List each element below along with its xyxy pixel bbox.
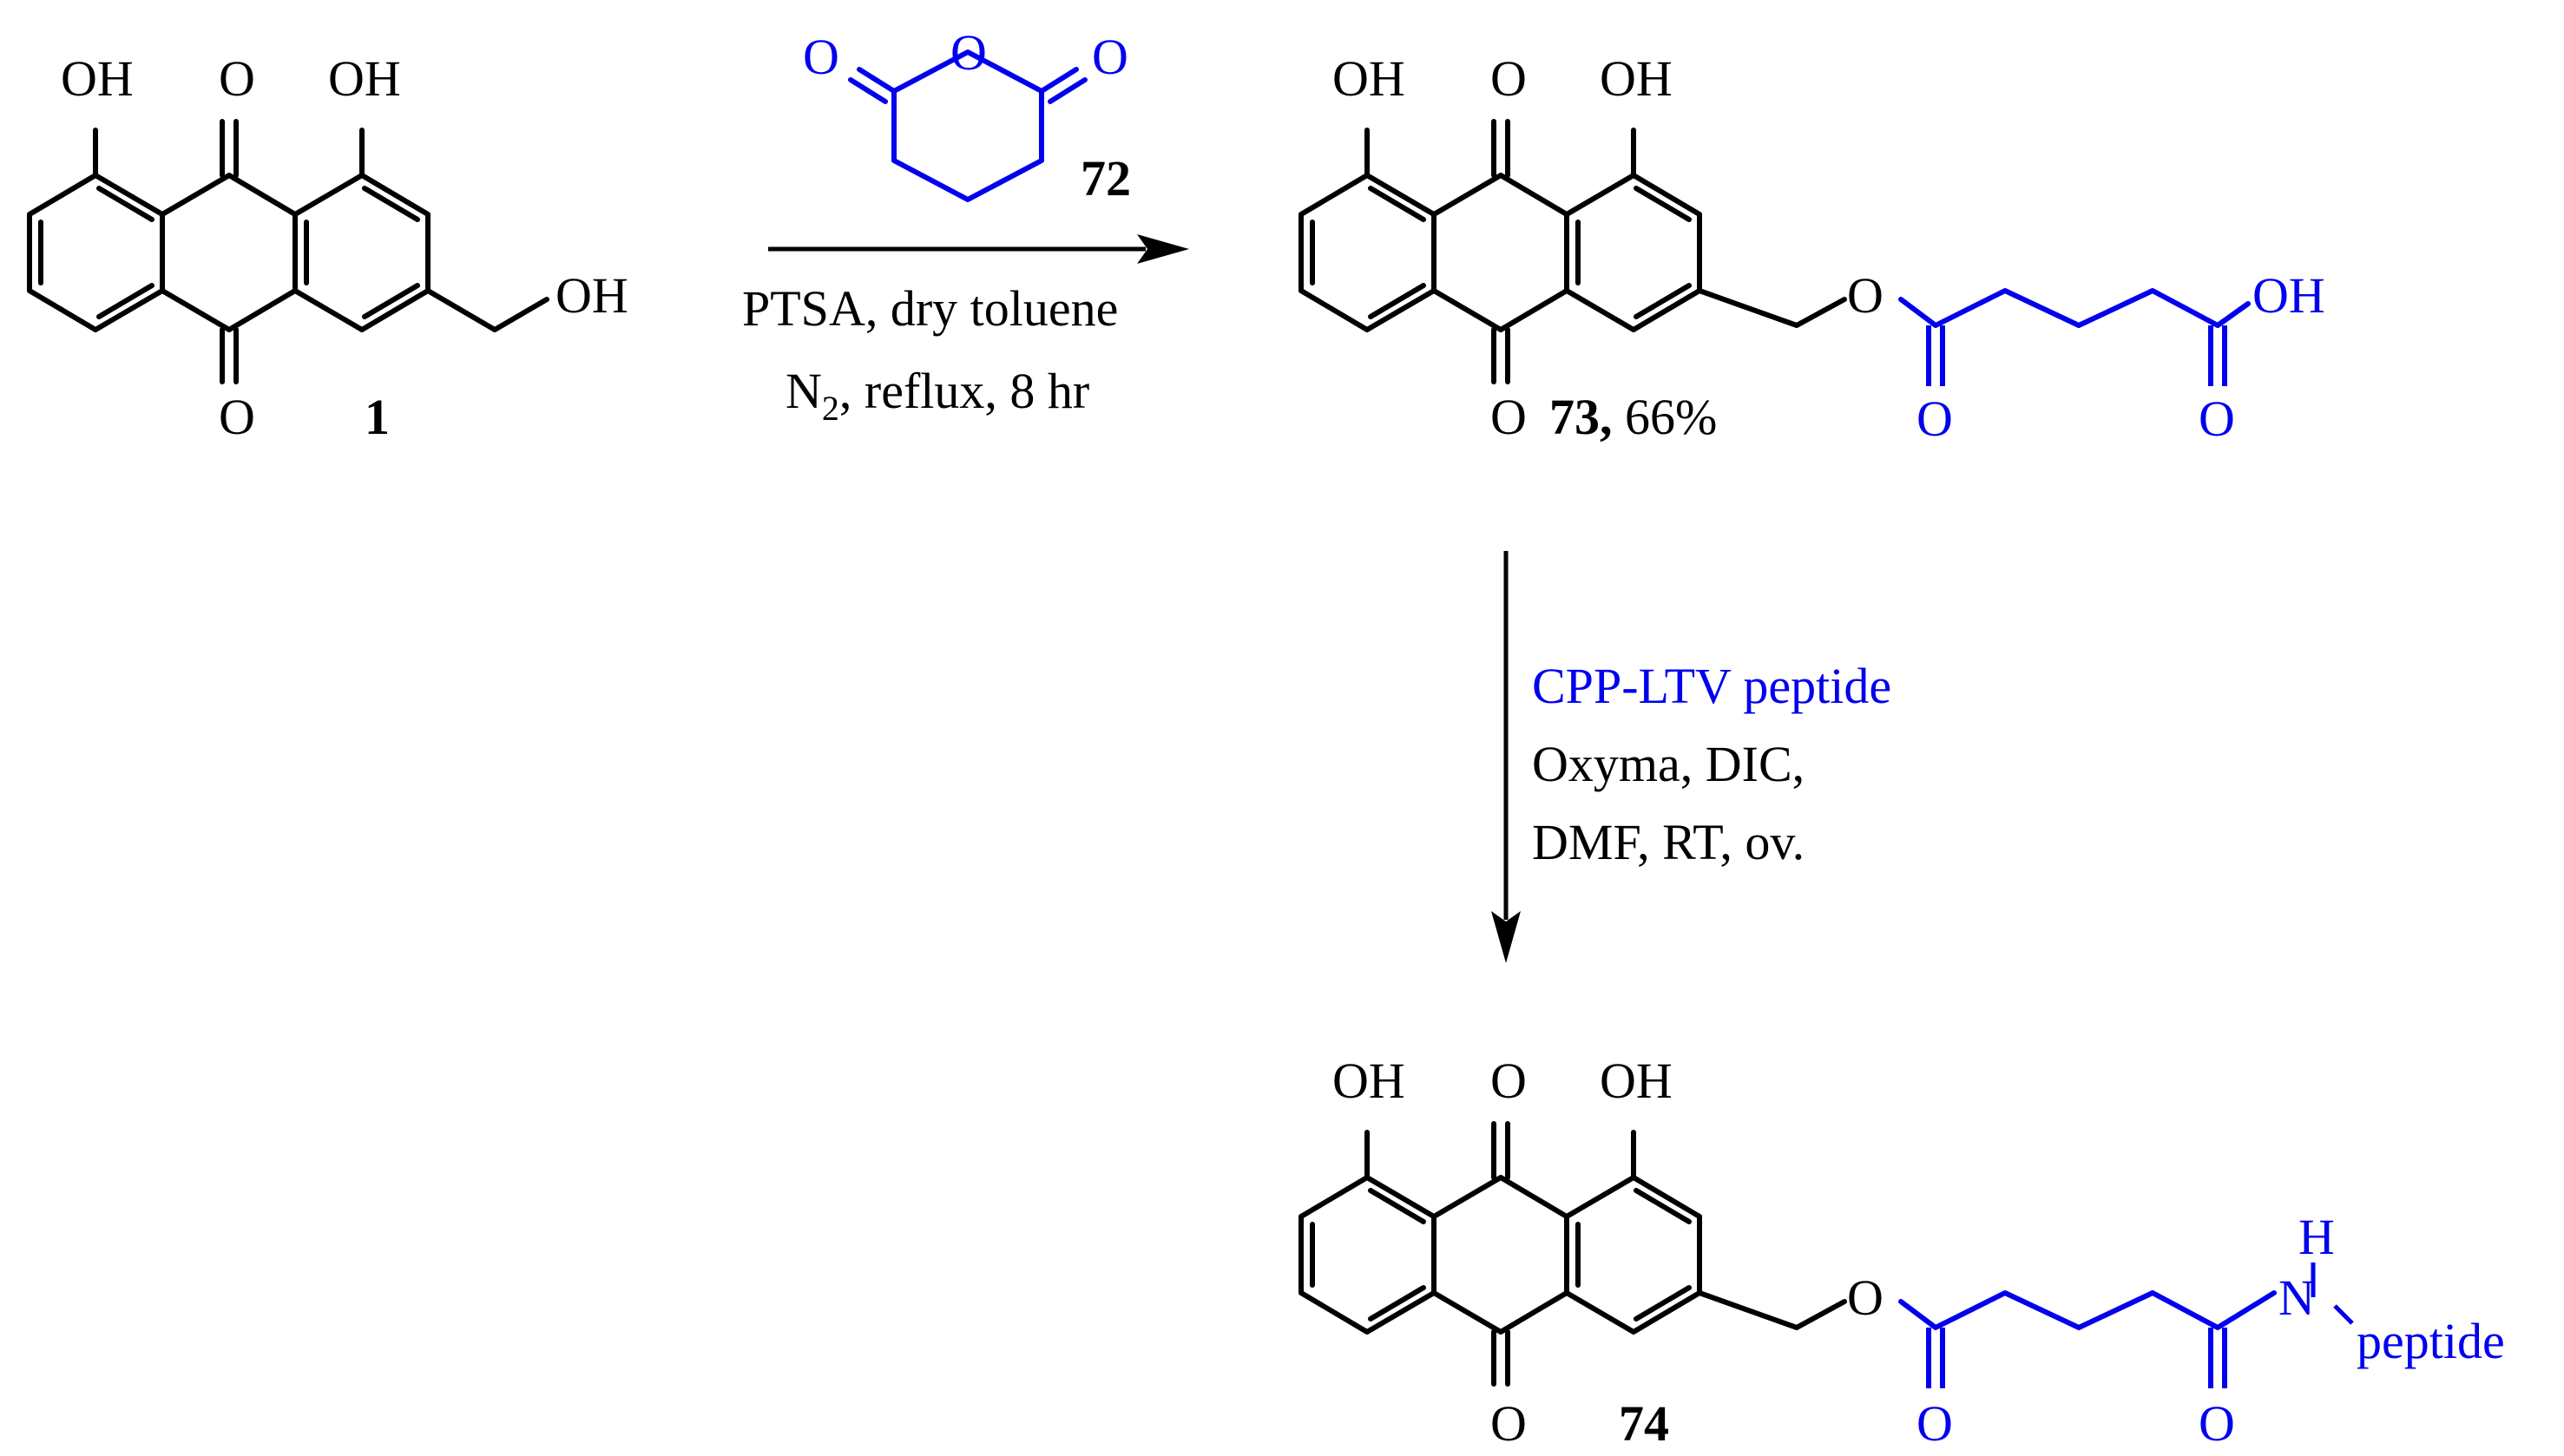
step2-conditions-line3: DMF, RT, ov. [1532, 814, 1805, 870]
c1-hydroxymethyl-oh: OH [556, 267, 628, 324]
step2-conditions-line2: Oxyma, DIC, [1532, 736, 1805, 792]
c72-carbonyl-left-o: O [803, 29, 839, 85]
c73-acid-oh: OH [2252, 267, 2325, 324]
compound-73: OH O OH O OH O O O 73, 66% [1301, 50, 2325, 447]
compound-72: O O O 72 [803, 24, 1131, 207]
c73-oh-left: OH [1332, 50, 1405, 107]
compound-1: OH O OH OH O 1 [30, 50, 628, 445]
c72-carbonyl-right-o: O [1092, 29, 1128, 85]
c73-oh-right: OH [1600, 50, 1673, 107]
c74-carbonyl-o1: O [1916, 1395, 1953, 1452]
c73-carbonyl-o1: O [1916, 390, 1953, 447]
c74-oh-left: OH [1332, 1053, 1405, 1109]
c1-carbonyl-top-o: O [219, 50, 255, 107]
c74-ester-o: O [1847, 1269, 1884, 1326]
c73-ester-o: O [1847, 267, 1884, 324]
compound-74: OH O OH O H N peptide O O O 74 [1301, 1053, 2505, 1452]
c74-amide-n: N [2278, 1269, 2315, 1326]
c73-carbonyl-o2: O [2199, 390, 2235, 447]
step1-conditions-line2: N2, reflux, 8 hr [786, 363, 1089, 428]
c74-carbonyl-top-o: O [1490, 1053, 1527, 1109]
compound-73-label: 73, 66% [1549, 389, 1717, 445]
c1-oh-left: OH [61, 50, 134, 107]
step1-arrow [768, 234, 1189, 264]
c72-ring-o: O [950, 24, 987, 81]
c74-amide-h: H [2298, 1209, 2335, 1265]
c74-oh-right: OH [1600, 1053, 1673, 1109]
c74-carbonyl-bottom-o: O [1490, 1395, 1527, 1452]
c74-peptide-label: peptide [2357, 1313, 2505, 1369]
c74-carbonyl-o2: O [2199, 1395, 2235, 1452]
c1-oh-right: OH [328, 50, 401, 107]
c1-carbonyl-bottom-o: O [219, 389, 255, 445]
c73-carbonyl-top-o: O [1490, 50, 1527, 107]
step1-conditions-line1: PTSA, dry toluene [742, 280, 1118, 337]
compound-1-label: 1 [365, 389, 390, 445]
c73-carbonyl-bottom-o: O [1490, 389, 1527, 445]
step2-reagent: CPP-LTV peptide [1532, 658, 1891, 714]
step2-arrow [1491, 551, 1521, 963]
compound-74-label: 74 [1619, 1395, 1669, 1452]
compound-72-label: 72 [1081, 150, 1131, 207]
